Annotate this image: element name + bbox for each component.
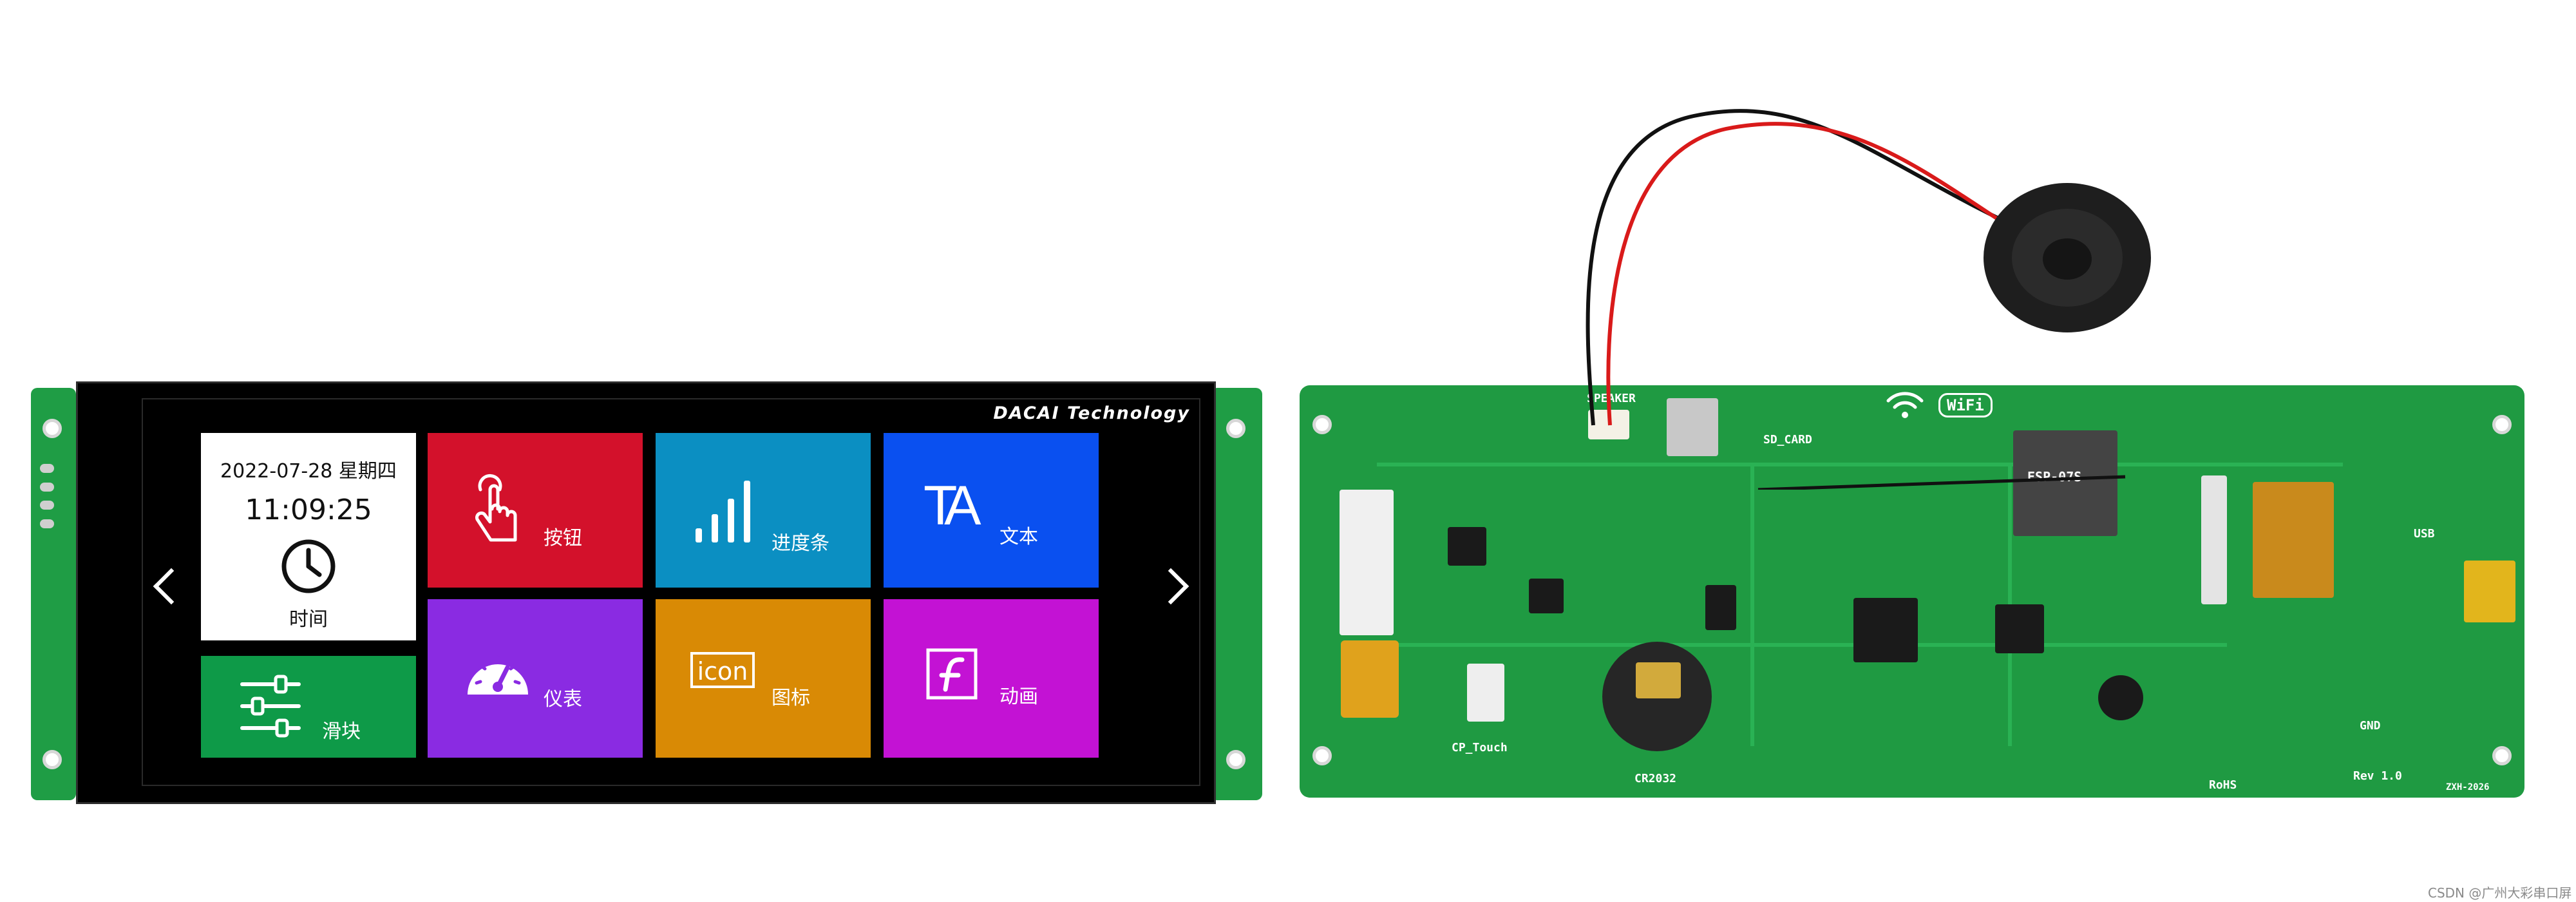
mount-hole — [1312, 415, 1332, 434]
fpc-ribbon — [2253, 482, 2334, 598]
silk-speaker: SPEAKER — [1587, 392, 1636, 405]
silk-wifi: WiFi — [1938, 393, 1993, 417]
mount-hole — [43, 419, 62, 438]
speaker-assembly — [1586, 109, 2151, 490]
button-tile[interactable]: 按钮 — [428, 433, 643, 588]
fpc-connector — [1340, 490, 1394, 635]
silk-rev: Rev 1.0 — [2353, 769, 2402, 783]
slider-tile[interactable]: 滑块 — [201, 656, 416, 758]
ic-chip — [1529, 579, 1564, 613]
silk-gnd: GND — [2360, 719, 2381, 733]
watermark: CSDN @广州大彩串口屏 — [2428, 885, 2572, 901]
clock-time: 11:09:25 — [245, 494, 372, 526]
animation-tile[interactable]: 动画 — [884, 599, 1099, 758]
progress-tile[interactable]: 进度条 — [656, 433, 871, 588]
icon-frame: icon — [690, 652, 755, 688]
progress-label: 进度条 — [772, 532, 829, 555]
chevron-right-icon[interactable] — [1152, 568, 1189, 605]
connector-pins — [40, 464, 54, 528]
fpc-socket — [2201, 475, 2227, 604]
clock-label: 时间 — [289, 608, 328, 631]
mount-hole — [1226, 750, 1245, 769]
chevron-left-icon[interactable] — [153, 568, 190, 605]
silk-rohs: RoHS — [2209, 778, 2237, 792]
slider-icon — [240, 675, 301, 738]
clock-tile[interactable]: 2022-07-28 星期四 11:09:25 时间 — [201, 433, 416, 640]
flash-icon — [926, 648, 978, 700]
icon-tile[interactable]: icon 图标 — [656, 599, 871, 758]
gauge-tile[interactable]: 仪表 — [428, 599, 643, 758]
touch-hand-icon — [475, 474, 517, 542]
icon-label: 图标 — [772, 687, 810, 709]
ic-chip — [1448, 527, 1486, 566]
silk-battery: CR2032 — [1634, 772, 1677, 785]
display-screen: DACAI Technology 2022-07-28 星期四 11:09:25… — [142, 398, 1200, 786]
battery-contact — [1636, 662, 1681, 698]
slider-label: 滑块 — [322, 720, 361, 743]
ic-chip — [1995, 604, 2044, 653]
right-mount-strip — [1211, 388, 1262, 800]
button-label: 按钮 — [544, 527, 582, 550]
wifi-icon — [1886, 392, 1924, 418]
ic-chip — [1705, 585, 1736, 630]
signal-bars-icon — [696, 481, 750, 542]
text-icon: TA — [923, 475, 981, 537]
buzzer — [2098, 675, 2143, 720]
sd-card-slot — [1667, 398, 1718, 456]
left-mount-strip — [31, 388, 76, 800]
gauge-icon — [468, 655, 528, 695]
esp-module: ESP-07S — [2013, 430, 2117, 536]
usb-connector — [2464, 561, 2515, 622]
mount-hole — [1312, 746, 1332, 765]
mount-hole — [2492, 415, 2512, 434]
brand-label: DACAI Technology — [993, 403, 1190, 423]
animation-label: 动画 — [999, 686, 1038, 708]
silk-usb: USB — [2414, 527, 2435, 541]
silk-cp-touch: CP_Touch — [1452, 741, 1508, 754]
flex-cable — [1341, 640, 1399, 718]
mount-hole — [43, 750, 62, 769]
text-label: 文本 — [999, 526, 1038, 548]
icon-text: icon — [697, 657, 748, 686]
mount-hole — [2492, 746, 2512, 765]
clock-date: 2022-07-28 星期四 — [220, 460, 397, 483]
silk-sd-card: SD_CARD — [1763, 433, 1812, 446]
mount-hole — [1226, 419, 1245, 438]
pcb-board: SPEAKER SD_CARD WiFi ESP-07S CR2032 — [1300, 385, 2524, 798]
silk-model: ZXH-2026 — [2446, 782, 2490, 792]
clock-icon — [281, 539, 336, 593]
mcu-chip — [1853, 598, 1918, 662]
text-tile[interactable]: TA 文本 — [884, 433, 1099, 588]
gauge-label: 仪表 — [544, 688, 582, 711]
silk-module: ESP-07S — [2027, 469, 2082, 485]
touch-connector — [1467, 664, 1504, 722]
